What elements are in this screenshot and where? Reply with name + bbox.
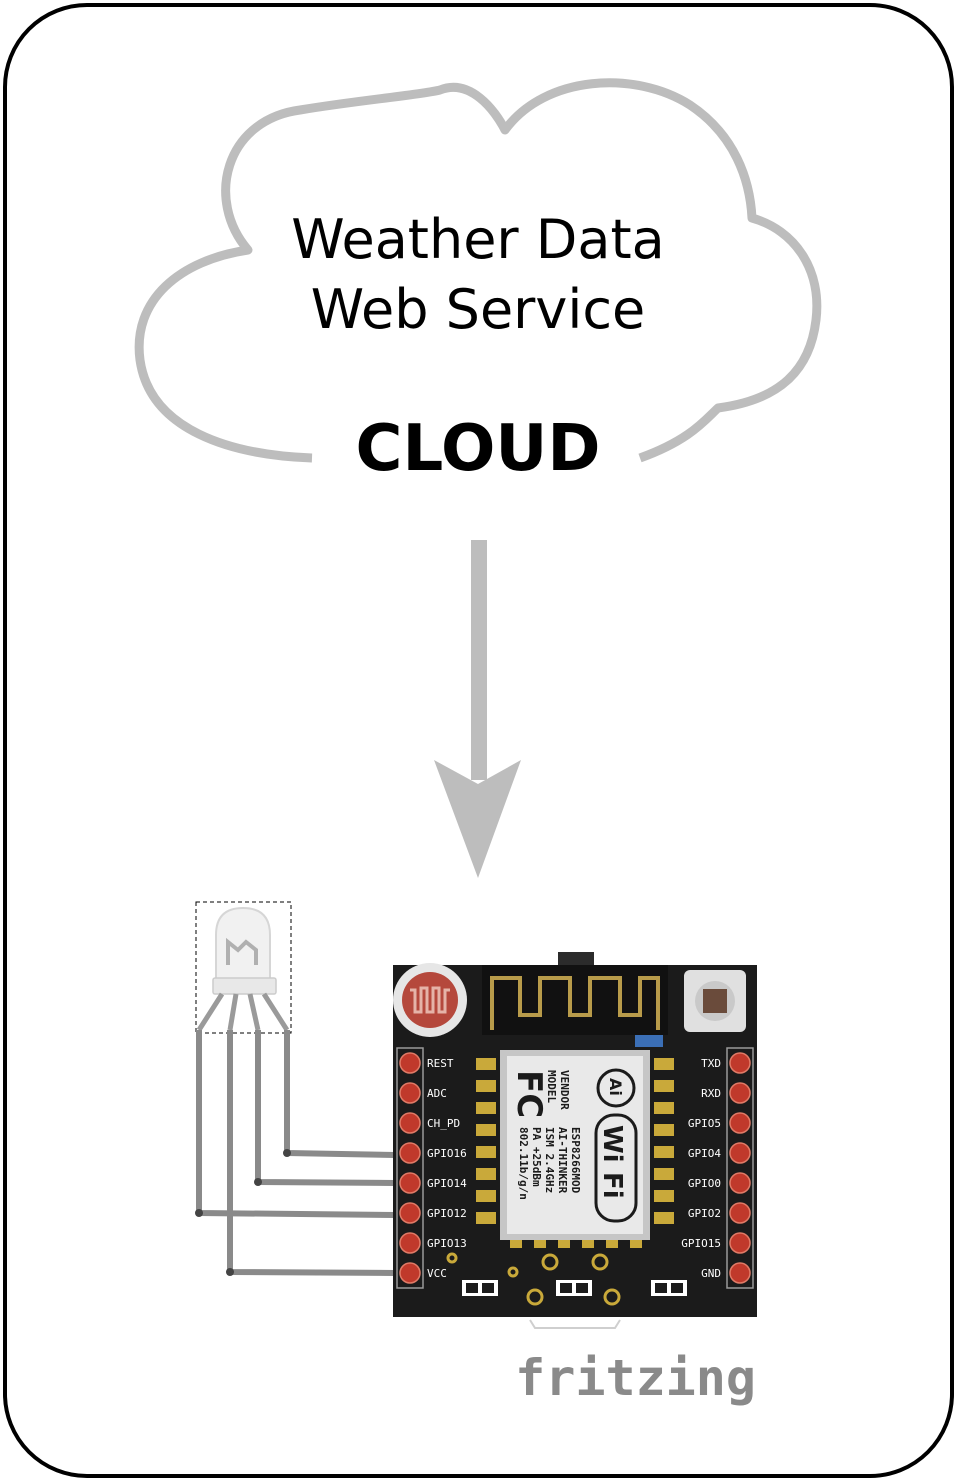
wifi-logo-wi: Wi xyxy=(597,1125,627,1163)
header-pad xyxy=(729,1142,751,1164)
module-ism: ISM 2.4GHz xyxy=(543,1127,556,1193)
cloud-title-line1: Weather Data xyxy=(291,208,664,271)
pin-label-gpio0: GPIO0 xyxy=(688,1177,721,1190)
module-model-label: MODEL xyxy=(545,1070,558,1103)
fritzing-watermark: fritzing xyxy=(515,1349,756,1407)
pin-label-gpio5: GPIO5 xyxy=(688,1117,721,1130)
cloud-shape xyxy=(134,78,822,463)
wifi-logo xyxy=(594,1113,638,1223)
header-pad xyxy=(729,1202,751,1224)
header-pad xyxy=(399,1142,421,1164)
pin-label-adc: ADC xyxy=(427,1087,447,1100)
header-pad xyxy=(729,1052,751,1074)
header-pad xyxy=(729,1262,751,1284)
pin-label-gpio4: GPIO4 xyxy=(688,1147,721,1160)
pin-label-gpio16: GPIO16 xyxy=(427,1147,467,1160)
cloud-title-line2: Web Service xyxy=(311,278,645,341)
cloud-label: CLOUD xyxy=(356,412,601,486)
module-pa: PA +25dBm xyxy=(530,1127,543,1187)
wires xyxy=(196,1030,396,1276)
pin-label-ch-pd: CH_PD xyxy=(427,1117,460,1130)
rgb-led xyxy=(195,901,292,1034)
header-pad xyxy=(399,1262,421,1284)
header-pad xyxy=(729,1082,751,1104)
ai-logo-text: Ai xyxy=(606,1078,625,1096)
pin-label-rest: REST xyxy=(427,1057,454,1070)
header-pad xyxy=(399,1232,421,1254)
module-model-value: ESP8266MOD xyxy=(569,1127,582,1194)
header-pad xyxy=(399,1172,421,1194)
module-fc-logo: FC xyxy=(509,1070,549,1118)
pin-label-vcc: VCC xyxy=(427,1267,447,1280)
pin-label-gpio13: GPIO13 xyxy=(427,1237,467,1250)
pin-label-gpio12: GPIO12 xyxy=(427,1207,467,1220)
wifi-logo-fi: Fi xyxy=(597,1172,627,1199)
pin-label-gpio15: GPIO15 xyxy=(681,1237,721,1250)
pin-label-gpio2: GPIO2 xyxy=(688,1207,721,1220)
header-pad xyxy=(729,1232,751,1254)
module-vendor-label: VENDOR xyxy=(558,1070,571,1110)
header-pad xyxy=(399,1112,421,1134)
module-vendor-value: AI-THINKER xyxy=(556,1127,569,1194)
pin-label-txd: TXD xyxy=(701,1057,721,1070)
module-wifi-std: 802.11b/g/n xyxy=(517,1127,530,1200)
down-arrow xyxy=(434,540,521,878)
header-pad xyxy=(729,1112,751,1134)
pin-label-gpio14: GPIO14 xyxy=(427,1177,467,1190)
header-pad xyxy=(399,1052,421,1074)
ai-thinker-logo xyxy=(596,1068,636,1108)
header-pad xyxy=(729,1172,751,1194)
esp8266-board: FC MODEL VENDOR ESP8266MOD AI-THINKER IS… xyxy=(393,952,757,1329)
header-pad xyxy=(399,1202,421,1224)
pin-label-rxd: RXD xyxy=(701,1087,721,1100)
pin-label-gnd: GND xyxy=(701,1267,721,1280)
header-pad xyxy=(399,1082,421,1104)
